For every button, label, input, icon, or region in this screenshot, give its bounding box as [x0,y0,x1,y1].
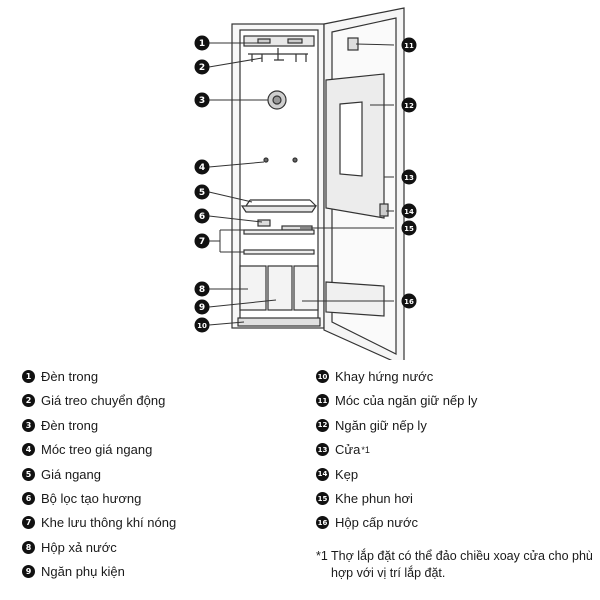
legend-label: Giá treo chuyển động [41,393,166,409]
footnote-mark: *1 [316,549,328,563]
legend-number-badge: 4 [22,443,35,457]
legend-number-badge: 6 [22,492,35,505]
legend-label: Móc của ngăn giữ nếp ly [335,393,478,409]
legend-number-badge: 5 [22,467,35,481]
accessory-box [267,265,293,311]
legend-label: Móc treo giá ngang [41,442,153,458]
svg-text:9: 9 [199,303,205,313]
diagram-callout-badge: 13 [401,169,417,185]
legend-item: 4 Móc treo giá ngang [22,442,152,457]
legend-label: Đèn trong [41,417,99,433]
legend-label: Hộp xả nước [41,539,117,555]
diagram-callout-badge: 1 [194,35,210,51]
diagram-callout-badge: 15 [401,220,417,236]
diagram-callout-badge: 9 [194,299,210,315]
diagram-callout-badge: 14 [401,203,417,219]
legend-item: 8 Hộp xả nước [22,540,117,555]
legend-item: 3 Đèn trong [22,418,98,433]
svg-text:5: 5 [199,188,205,198]
legend-item: 13 Cửa*1 [316,442,370,457]
water-supply-box [293,265,319,311]
legend-item: 6 Bộ lọc tạo hương [22,491,141,506]
svg-text:4: 4 [199,163,205,173]
diagram-callout-badge: 2 [194,59,210,75]
legend-number-badge: 13 [316,443,329,457]
legend-label: Giá ngang [41,466,101,482]
svg-text:11: 11 [404,42,414,50]
legend-label: Khe phun hơi [335,491,413,506]
legend-label: Khe lưu thông khí nóng [41,515,177,531]
diagram-callout-badge: 12 [401,97,417,113]
legend-item: 1 Đèn trong [22,369,98,384]
legend-number-badge: 15 [316,492,329,505]
legend-label: Ngăn phụ kiện [41,564,125,580]
diagram-callout-badge: 5 [194,184,210,200]
legend-label: Khay hứng nước [335,369,434,384]
legend-number-badge: 16 [316,516,329,530]
diagram-callout-badge: 16 [401,293,417,309]
legend-item: 15 Khe phun hơi [316,491,413,506]
svg-text:14: 14 [404,208,414,216]
legend-number-badge: 2 [22,394,35,408]
legend-label: Đèn trong [41,369,99,384]
legend-item: 5 Giá ngang [22,467,101,482]
svg-text:6: 6 [199,212,205,222]
svg-text:15: 15 [404,225,414,233]
legend-number-badge: 11 [316,394,329,408]
svg-text:16: 16 [404,298,414,306]
shelf [240,205,318,213]
legend-footnote-ref: *1 [361,444,370,455]
legend-item: 11 Móc của ngăn giữ nếp ly [316,393,477,408]
clamp [379,203,389,217]
legend-number-badge: 1 [22,370,35,383]
legend-item: 14 Kẹp [316,467,358,482]
legend-number-badge: 7 [22,516,35,530]
hot-air-slot-top [243,229,315,235]
legend-label: Kẹp [335,466,359,482]
legend-item: 10 Khay hứng nước [316,369,433,384]
svg-text:7: 7 [199,237,205,247]
shelf-hook-left [263,157,269,163]
svg-text:1: 1 [199,39,205,49]
diagram-callout-badge: 8 [194,281,210,297]
diagram-callout-badge: 11 [401,37,417,53]
svg-text:12: 12 [404,102,414,110]
diagram-callout-badge: 10 [194,317,210,333]
aroma-filter [257,219,271,227]
legend-number-badge: 8 [22,540,35,554]
legend-label: Hộp cấp nước [335,515,418,531]
drip-tray [237,317,321,327]
legend-item: 7 Khe lưu thông khí nóng [22,515,176,530]
legend-label: Bộ lọc tạo hương [41,491,142,506]
diagram-callout-badge: 3 [194,92,210,108]
diagram-callout-badge: 4 [194,159,210,175]
svg-text:2: 2 [199,63,205,73]
footnote-text: Thợ lắp đặt có thể đảo chiều xoay cửa ch… [331,549,593,580]
diagram-callout-badge: 7 [194,233,210,249]
legend-number-badge: 12 [316,418,329,432]
svg-text:3: 3 [199,96,205,106]
legend-label: Ngăn giữ nếp ly [335,417,427,433]
shelf-hook-right [292,157,298,163]
svg-text:13: 13 [404,174,414,182]
legend-number-badge: 3 [22,418,35,432]
legend-item: 16 Hộp cấp nước [316,515,418,530]
legend-item: 12 Ngăn giữ nếp ly [316,418,427,433]
legend-label: Cửa [335,442,361,458]
hot-air-slot-bottom [243,249,315,255]
diagram-callout-badge: 6 [194,208,210,224]
svg-text:8: 8 [199,285,205,295]
svg-text:10: 10 [197,322,207,330]
legend-item: 2 Giá treo chuyển động [22,393,165,408]
legend-number-badge: 10 [316,370,329,383]
legend-number-badge: 9 [22,565,35,579]
legend-item: 9 Ngăn phụ kiện [22,564,125,579]
top-light [243,35,315,47]
legend-number-badge: 14 [316,467,329,481]
